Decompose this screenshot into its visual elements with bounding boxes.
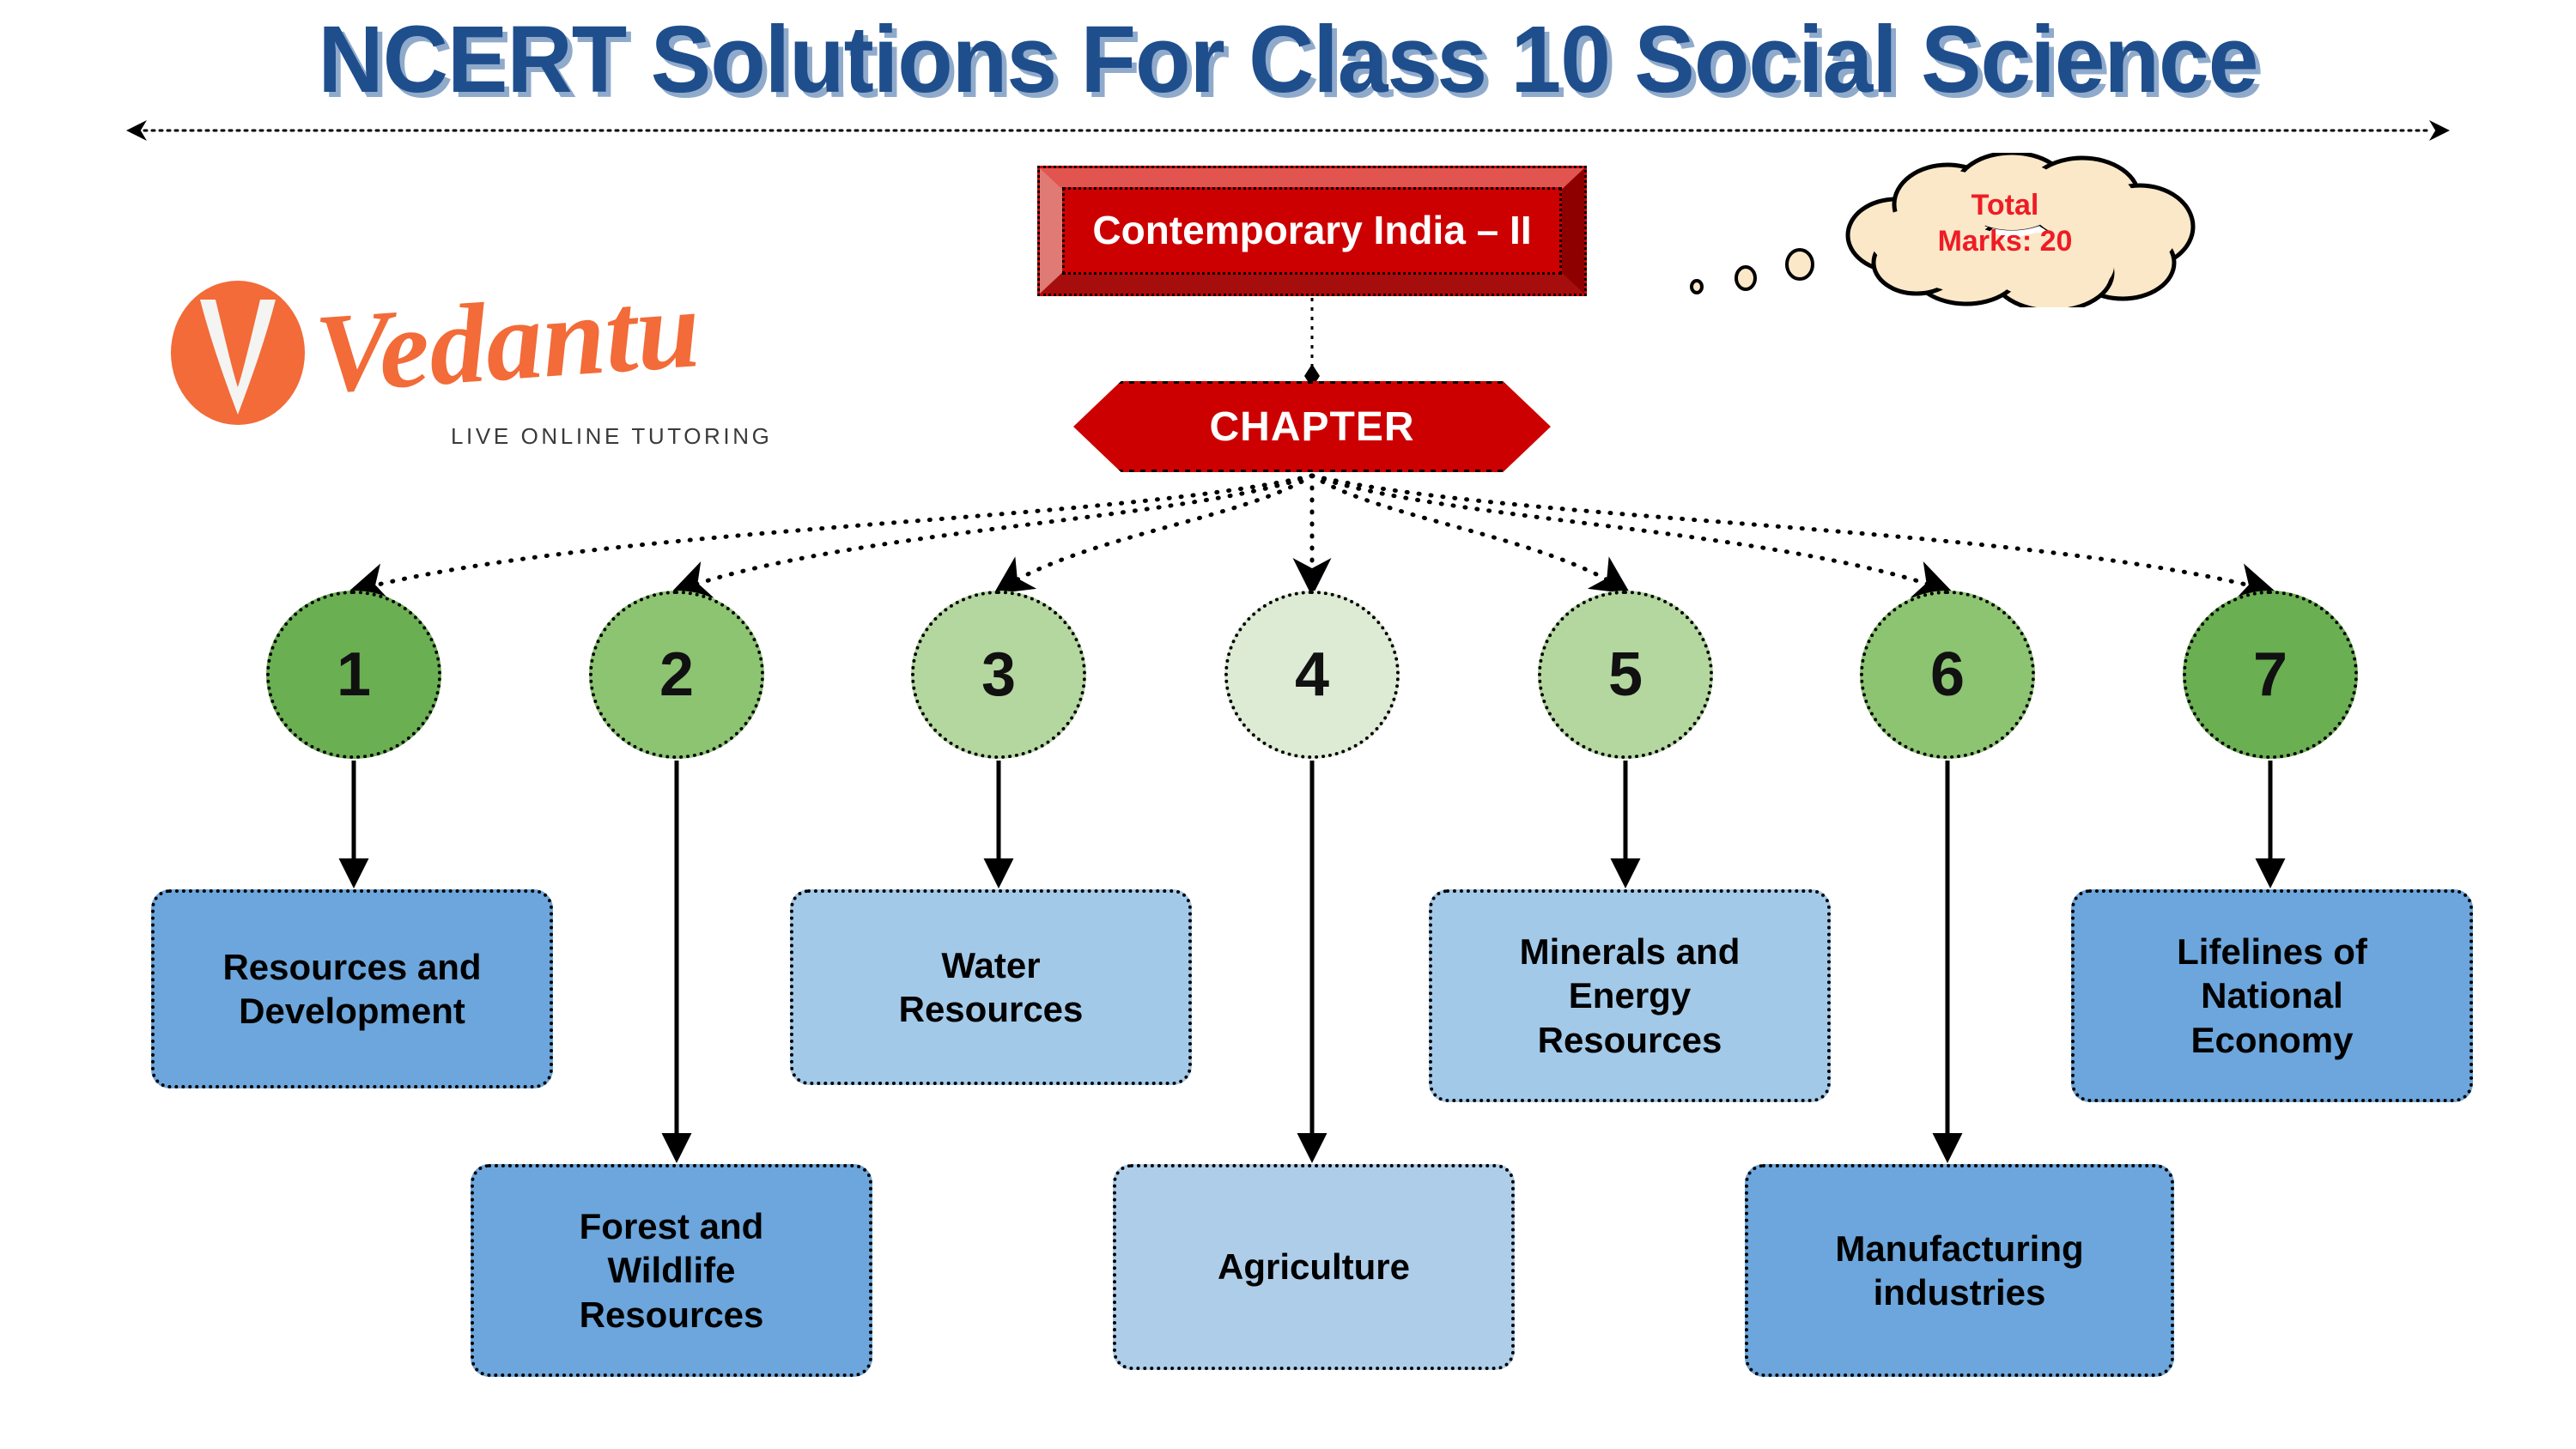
chapter-box-6[interactable]: Manufacturing industries (1745, 1164, 2174, 1377)
chapter-banner: CHAPTER (1073, 381, 1551, 472)
vedantu-tagline: LIVE ONLINE TUTORING (451, 423, 773, 449)
subject-box: Contemporary India – II (1037, 166, 1587, 296)
bevel-top (1040, 168, 1584, 189)
chapter-number-2[interactable]: 2 (589, 591, 764, 759)
page-title: NCERT Solutions For Class 10 Social Scie… (318, 7, 2258, 112)
subject-box-face: Contemporary India – II (1062, 187, 1562, 275)
total-marks-text: Total Marks: 20 (1803, 163, 2207, 283)
thought-bubble-shape (1845, 153, 2196, 307)
chapter-fanout (348, 473, 2276, 602)
thought-trail-bubbles (1690, 248, 1814, 294)
chapter-number-7[interactable]: 7 (2183, 591, 2358, 759)
svg-text:Vedantu: Vedantu (312, 279, 704, 417)
chapter-box-4[interactable]: Agriculture (1113, 1164, 1515, 1370)
chapter-box-7[interactable]: Lifelines of National Economy (2071, 889, 2473, 1102)
bevel-left (1040, 168, 1064, 294)
total-marks-bubble: Total Marks: 20 (1690, 153, 2207, 307)
chapter-banner-label: CHAPTER (1209, 403, 1415, 450)
chapter-number-5[interactable]: 5 (1538, 591, 1713, 759)
subject-box-label: Contemporary India – II (1092, 208, 1532, 253)
chapter-box-1[interactable]: Resources and Development (151, 889, 553, 1088)
chapter-number-6[interactable]: 6 (1860, 591, 2035, 759)
chapter-number-4[interactable]: 4 (1224, 591, 1400, 759)
total-marks-line2: Marks: 20 (1937, 225, 2073, 258)
chapter-box-3[interactable]: Water Resources (790, 889, 1192, 1085)
vedantu-logo: Vedantu LIVE ONLINE TUTORING (167, 264, 773, 468)
circle-to-box-links (338, 761, 2286, 1163)
chapter-box-5[interactable]: Minerals and Energy Resources (1429, 889, 1831, 1102)
vedantu-logomark: Vedantu (171, 264, 704, 425)
chapter-number-1[interactable]: 1 (266, 591, 441, 759)
subject-to-chapter-link (1304, 298, 1320, 388)
total-marks-line1: Total (1971, 188, 2039, 221)
bevel-bottom (1040, 273, 1584, 294)
chapter-number-3[interactable]: 3 (911, 591, 1086, 759)
bevel-right (1560, 168, 1584, 294)
chapter-box-2[interactable]: Forest and Wildlife Resources (471, 1164, 872, 1377)
chapter-banner-border (1073, 381, 1551, 472)
